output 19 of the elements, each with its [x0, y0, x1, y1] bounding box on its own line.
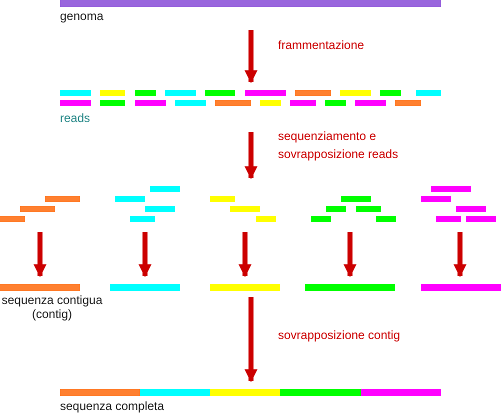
edge-label: sovrapposizione contig	[278, 327, 402, 344]
arrow	[344, 232, 356, 278]
edge-label: frammentazione	[278, 37, 366, 54]
sequence-caption: sequenza completa	[60, 399, 164, 413]
arrow	[454, 232, 466, 278]
contig-caption: sequenza contigua (contig)	[0, 293, 104, 321]
contig-bar	[421, 284, 501, 291]
arrow	[238, 232, 252, 278]
arrow	[244, 30, 258, 84]
reads-caption: reads	[60, 111, 90, 125]
arrow	[244, 297, 258, 382]
contig-bar	[305, 284, 395, 291]
arrow	[138, 232, 152, 278]
arrow	[34, 232, 46, 278]
contig-bar	[210, 284, 280, 291]
genome-caption: genoma	[60, 9, 104, 23]
arrow	[244, 132, 258, 180]
contig-bar	[110, 284, 180, 291]
edge-label: sequenziamento e sovrapposizione reads	[278, 128, 400, 163]
